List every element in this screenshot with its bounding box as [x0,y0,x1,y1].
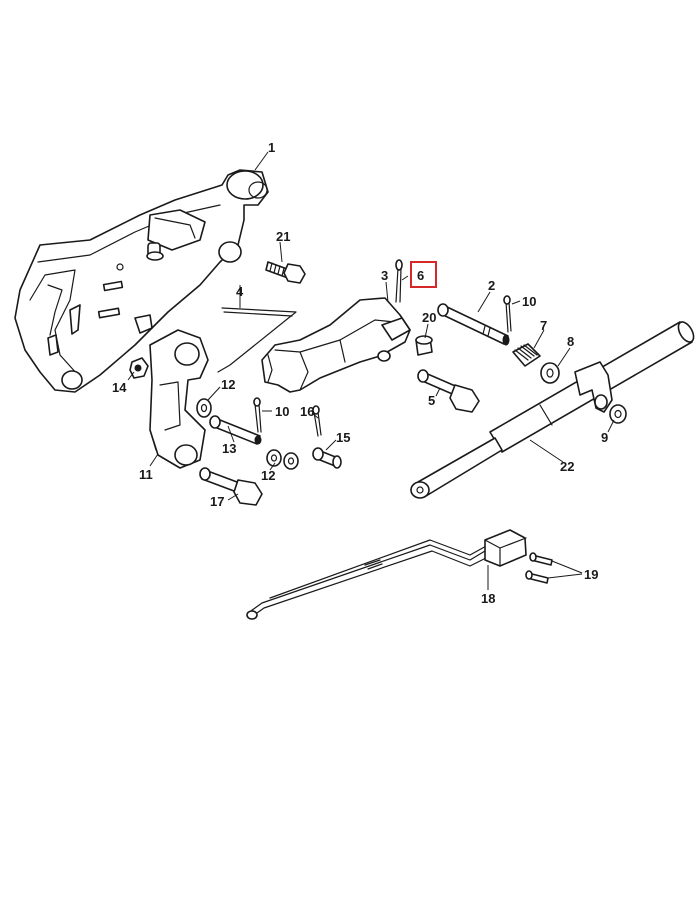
part-14-nut [129,357,149,379]
callout-19: 19 [584,567,598,582]
part-6-cotter-pin [395,259,403,303]
callout-11: 11 [139,467,153,482]
callout-6-highlight-box [410,261,437,288]
callout-12-bottom: 12 [261,468,275,483]
callout-16: 16 [300,404,314,419]
callout-8: 8 [567,334,574,349]
callout-4: 4 [236,284,244,299]
callout-18: 18 [481,591,495,606]
callout-17: 17 [210,494,224,509]
callout-10-right: 10 [522,294,536,309]
callout-15: 15 [336,430,350,445]
part-11-bracket-arm [149,329,209,469]
callout-2: 2 [488,278,495,293]
part-2-long-pin [437,303,510,346]
callout-22: 22 [560,459,574,474]
part-12-washers [196,398,299,470]
part-21-bolt [265,261,306,284]
callout-1: 1 [268,140,275,155]
part-3-lever-assembly [261,297,411,393]
leader-lines [127,151,615,590]
part-9-washer [609,404,627,424]
part-10-cotter-pin-right [503,295,512,333]
part-18-linkage-rod [246,529,527,620]
part-15-clevis-pin [312,447,342,469]
part-19-screws [525,552,553,584]
part-10-cotter-pin-left [253,397,262,433]
callout-labels: 1 21 4 3 6 2 10 20 7 8 5 9 22 14 12 10 1… [112,140,608,606]
callout-9: 9 [601,430,608,445]
part-8-washer [540,362,560,384]
callout-5: 5 [428,393,435,408]
part-13-pin [209,415,262,445]
callout-20: 20 [422,310,436,325]
part-20-bushing [415,335,433,356]
part-7-spring [512,343,541,367]
part-1-bracket-plate [14,169,269,393]
part-22-cylinder [410,321,695,499]
part-17-bolt [199,467,263,506]
callout-14: 14 [112,380,127,395]
callout-21: 21 [276,229,290,244]
callout-3: 3 [381,268,388,283]
part-16-cotter-pin [312,405,322,437]
callout-13: 13 [222,441,236,456]
callout-6: 6 [417,268,424,283]
part-5-bolt [417,369,480,413]
callout-12-top: 12 [221,377,235,392]
callout-10-left: 10 [275,404,289,419]
callout-7: 7 [540,318,547,333]
part-4-cable [217,307,297,373]
